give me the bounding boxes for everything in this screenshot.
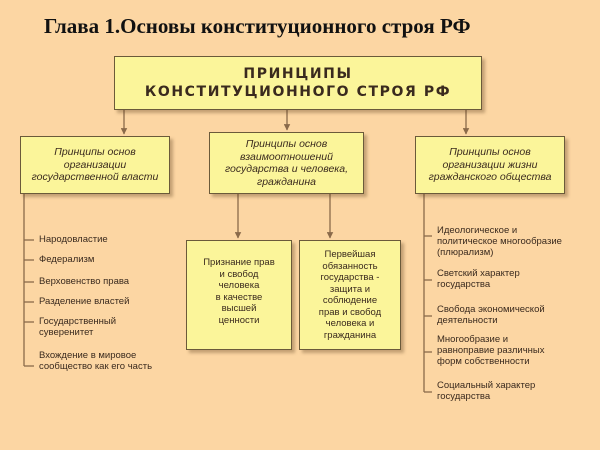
- right-item-1: Идеологическое и политическое многообраз…: [437, 225, 562, 258]
- principles-main-box: ПРИНЦИПЫ КОНСТИТУЦИОННОГО СТРОЯ РФ: [114, 56, 482, 110]
- sub-box-rights-value: Признание прав и свобод человека в качес…: [186, 240, 292, 350]
- right-item-5: Социальный характер государства: [437, 380, 536, 402]
- category-state-citizen: Принципы основ взаимоотношений государст…: [209, 132, 364, 194]
- left-item-1: Народовластие: [39, 234, 108, 245]
- category-state-power: Принципы основ организации государственн…: [20, 136, 170, 194]
- page-title: Глава 1.Основы конституционного строя РФ: [44, 14, 471, 38]
- left-item-2: Федерализм: [39, 254, 95, 265]
- left-item-3: Верховенство права: [39, 276, 130, 287]
- right-item-2: Светский характер государства: [437, 268, 520, 290]
- right-item-3: Свобода экономической деятельности: [437, 304, 545, 326]
- left-item-5: Государственный суверенитет: [39, 316, 117, 338]
- left-item-4: Разделение властей: [39, 296, 130, 307]
- sub-box-state-duty: Первейшая обязанность государства - защи…: [299, 240, 401, 350]
- left-item-6: Вхождение в мировое сообщество как его ч…: [39, 350, 153, 372]
- right-item-4: Многообразие и равноправие различных фор…: [437, 334, 545, 367]
- category-civil-society: Принципы основ организации жизни граждан…: [415, 136, 565, 194]
